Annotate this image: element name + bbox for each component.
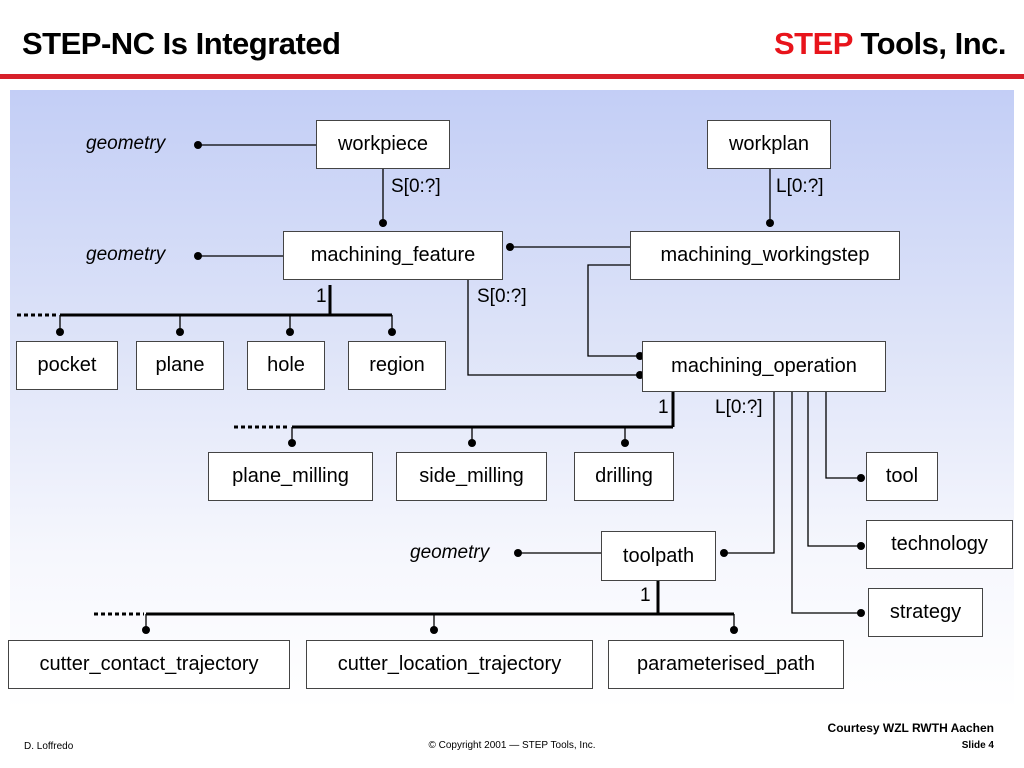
connector-dots <box>56 141 865 634</box>
diagram-panel <box>10 90 1014 710</box>
entity-machining-feature: machining_feature <box>283 231 503 280</box>
edge-workingstep-operation <box>587 264 640 357</box>
footer-copyright: © Copyright 2001 — STEP Tools, Inc. <box>428 740 596 751</box>
entity-machining-workingstep: machining_workingstep <box>630 231 900 280</box>
cardinality-workplan: L[0:?] <box>776 176 824 197</box>
edge-feature-operation <box>467 280 640 376</box>
entity-toolpath: toolpath <box>601 531 716 581</box>
entity-machining-operation: machining_operation <box>642 341 886 392</box>
title-rule <box>0 74 1024 79</box>
brand-logo-text: STEP Tools, Inc. <box>773 26 1007 62</box>
entity-plane: plane <box>136 341 224 390</box>
entity-side-milling: side_milling <box>396 452 547 501</box>
geometry-label-feature: geometry <box>86 244 166 265</box>
entity-pocket: pocket <box>16 341 118 390</box>
entity-cutter-location-trajectory: cutter_location_trajectory <box>306 640 593 689</box>
cardinality-operation-one: 1 <box>658 397 669 418</box>
edge-operation-technology <box>807 392 861 547</box>
cardinality-feature-operation: S[0:?] <box>477 286 527 307</box>
entity-workplan: workplan <box>707 120 831 169</box>
geometry-label-toolpath: geometry <box>410 542 490 563</box>
footer-courtesy: Courtesy WZL RWTH Aachen <box>827 721 994 735</box>
entity-tool: tool <box>866 452 938 501</box>
edge-operation-toolpath <box>724 392 775 554</box>
entity-cutter-contact-trajectory: cutter_contact_trajectory <box>8 640 290 689</box>
entity-technology: technology <box>866 520 1013 569</box>
cardinality-toolpath-one: 1 <box>640 585 651 606</box>
entity-plane-milling: plane_milling <box>208 452 373 501</box>
brand-step: STEP <box>773 26 853 61</box>
slide-title: STEP-NC Is Integrated <box>22 26 341 61</box>
edge-operation-strategy <box>791 392 861 614</box>
edge-operation-tool <box>825 392 861 479</box>
entity-strategy: strategy <box>868 588 983 637</box>
footer-author: D. Loffredo <box>24 741 74 752</box>
entity-parameterised-path: parameterised_path <box>608 640 844 689</box>
cardinality-feature-one: 1 <box>316 286 327 307</box>
footer-slide-number: Slide 4 <box>961 740 994 751</box>
cardinality-workpiece: S[0:?] <box>391 176 441 197</box>
entity-workpiece: workpiece <box>316 120 450 169</box>
entity-drilling: drilling <box>574 452 674 501</box>
cardinality-operation-list: L[0:?] <box>715 397 763 418</box>
entity-region: region <box>348 341 446 390</box>
brand-tools: Tools, Inc. <box>852 26 1007 61</box>
geometry-label-workpiece: geometry <box>86 133 166 154</box>
entity-hole: hole <box>247 341 325 390</box>
